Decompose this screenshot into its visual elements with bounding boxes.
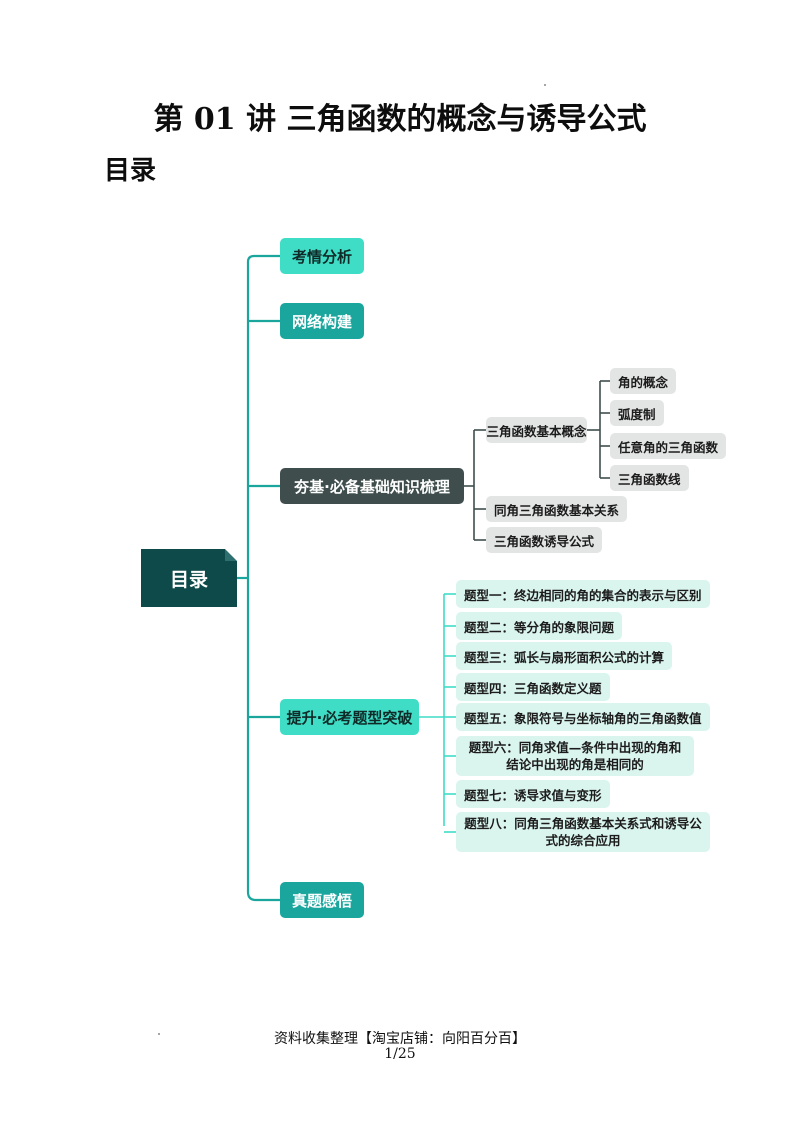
branch-label: 真题感悟 [292, 891, 353, 910]
branch-foundation: 夯基·必备基础知识梳理 [280, 468, 464, 504]
leaf-label: 角的概念 [618, 374, 669, 390]
branch-real-exam: 真题感悟 [280, 882, 365, 918]
concept-basic: 三角函数基本概念 [486, 417, 587, 443]
concept-label: 同角三角函数基本关系 [494, 502, 620, 518]
topic-label: 题型八：同角三角函数基本关系式和诱导公式的综合应用 [464, 816, 702, 848]
leaf-label: 三角函数线 [618, 471, 681, 487]
topic-label: 题型七：诱导求值与变形 [464, 787, 602, 803]
leaf-label: 弧度制 [618, 406, 656, 422]
topic-label: 题型二：等分角的象限问题 [464, 619, 615, 635]
leaf-any-angle-trig: 任意角的三角函数 [610, 433, 727, 459]
topic-item: 题型七：诱导求值与变形 [456, 780, 610, 808]
branch-network: 网络构建 [280, 303, 365, 339]
folded-corner [225, 549, 237, 561]
scan-dot [158, 1033, 160, 1035]
branch-label: 提升·必考题型突破 [286, 708, 413, 727]
concept-label: 三角函数基本概念 [486, 423, 587, 439]
topic-label: 题型四：三角函数定义题 [464, 680, 602, 696]
toc-heading: 目录 [104, 156, 157, 186]
leaf-trig-lines: 三角函数线 [610, 465, 689, 491]
branch-label: 夯基·必备基础知识梳理 [294, 477, 450, 496]
topic-item: 题型三：弧长与扇形面积公式的计算 [456, 642, 673, 670]
scan-dot [544, 84, 546, 86]
branch-question-types: 提升·必考题型突破 [280, 699, 419, 735]
topic-item: 题型二：等分角的象限问题 [456, 612, 623, 640]
topic-label: 题型六：同角求值—条件中出现的角和结论中出现的角是相同的 [468, 740, 682, 772]
topic-label: 题型五：象限符号与坐标轴角的三角函数值 [464, 710, 702, 726]
branch-exam-analysis: 考情分析 [280, 238, 365, 274]
topic-label: 题型三：弧长与扇形面积公式的计算 [464, 649, 665, 665]
leaf-angle-concept: 角的概念 [610, 368, 677, 394]
topic-item: 题型一：终边相同的角的集合的表示与区别 [456, 580, 710, 608]
branch-label: 考情分析 [292, 247, 353, 266]
page-title: 第 01 讲 三角函数的概念与诱导公式 [153, 102, 647, 137]
mindmap-root: 目录 [141, 549, 237, 607]
branch-label: 网络构建 [292, 312, 353, 331]
leaf-radian: 弧度制 [610, 400, 664, 426]
page-number: 1/25 [384, 1046, 416, 1062]
leaf-label: 任意角的三角函数 [618, 439, 719, 455]
topic-item: 题型四：三角函数定义题 [456, 673, 610, 701]
footer-source: 资料收集整理【淘宝店铺：向阳百分百】 [274, 1031, 526, 1047]
concept-label: 三角函数诱导公式 [494, 533, 595, 549]
topic-item: 题型五：象限符号与坐标轴角的三角函数值 [456, 703, 710, 731]
root-label: 目录 [169, 568, 208, 591]
topic-item: 题型八：同角三角函数基本关系式和诱导公式的综合应用 [456, 812, 710, 852]
concept-relation: 同角三角函数基本关系 [486, 496, 628, 522]
concept-induction: 三角函数诱导公式 [486, 527, 603, 553]
topic-item: 题型六：同角求值—条件中出现的角和结论中出现的角是相同的 [456, 736, 694, 776]
topic-label: 题型一：终边相同的角的集合的表示与区别 [464, 587, 702, 603]
